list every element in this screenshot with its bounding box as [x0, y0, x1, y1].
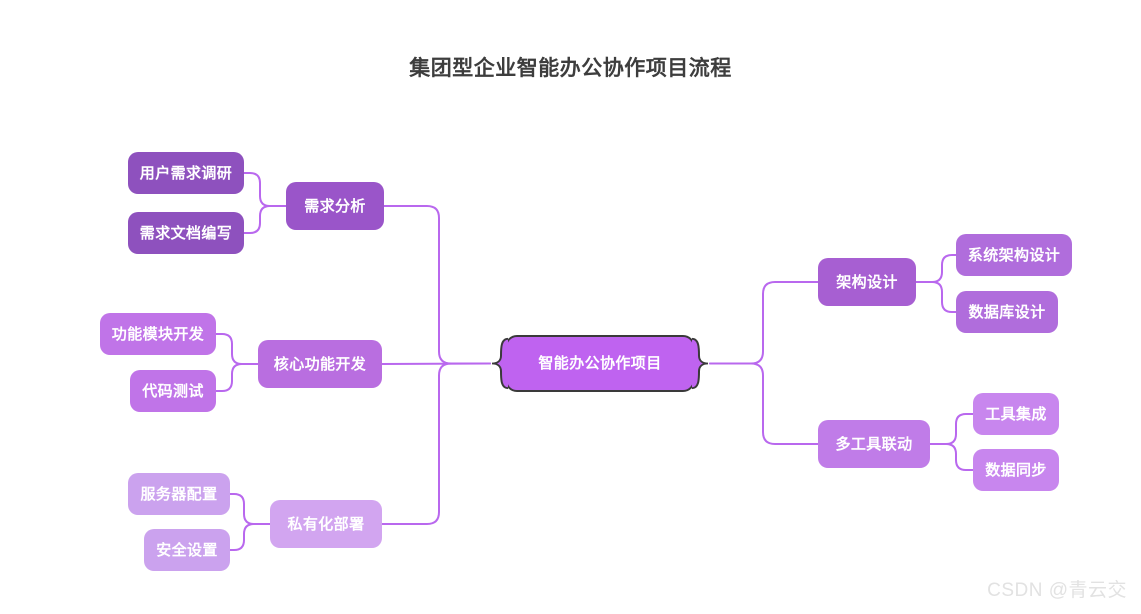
connector-line: [915, 254, 957, 283]
child-node-multi-tool-linkage-1-label: 工具集成: [985, 405, 1047, 423]
connector-line: [381, 362, 491, 525]
branch-node-architecture-design-label: 架构设计: [836, 273, 898, 291]
page-title: 集团型企业智能办公协作项目流程: [409, 57, 732, 80]
branch-node-requirements[interactable]: 需求分析: [286, 182, 384, 230]
connector-line: [243, 172, 287, 207]
connector-line: [243, 205, 287, 234]
branch-node-architecture-design[interactable]: 架构设计: [818, 258, 916, 306]
child-node-multi-tool-linkage-1[interactable]: 工具集成: [973, 393, 1059, 435]
root-node-label: 智能办公协作项目: [538, 355, 662, 372]
connector-line: [709, 281, 819, 365]
child-node-requirements-2[interactable]: 需求文档编写: [128, 212, 244, 254]
branch-node-multi-tool-linkage-label: 多工具联动: [835, 435, 913, 453]
child-node-architecture-design-2-label: 数据库设计: [968, 303, 1046, 321]
child-node-core-development-1[interactable]: 功能模块开发: [100, 313, 216, 355]
branch-node-multi-tool-linkage[interactable]: 多工具联动: [818, 420, 930, 468]
child-node-private-deployment-1[interactable]: 服务器配置: [128, 473, 230, 515]
root-node[interactable]: 智能办公协作项目: [492, 335, 708, 392]
connector-line: [929, 413, 974, 445]
child-node-private-deployment-2-label: 安全设置: [156, 541, 218, 559]
root-brace-right-icon: [692, 337, 708, 390]
connector-line: [929, 443, 974, 471]
connector-line: [383, 205, 491, 365]
child-node-architecture-design-1-label: 系统架构设计: [967, 246, 1061, 264]
child-node-core-development-2-label: 代码测试: [142, 382, 204, 400]
child-node-core-development-1-label: 功能模块开发: [111, 325, 205, 343]
child-node-requirements-1-label: 用户需求调研: [139, 164, 233, 182]
branch-node-requirements-label: 需求分析: [304, 197, 366, 215]
branch-node-core-development-label: 核心功能开发: [273, 355, 367, 373]
child-node-multi-tool-linkage-2-label: 数据同步: [985, 461, 1047, 479]
branch-node-core-development[interactable]: 核心功能开发: [258, 340, 382, 388]
child-node-architecture-design-1[interactable]: 系统架构设计: [956, 234, 1072, 276]
connector-line: [709, 362, 819, 445]
connector-line: [215, 333, 259, 365]
connector-line: [229, 523, 271, 551]
connector-line: [215, 363, 259, 392]
connector-line: [229, 493, 271, 525]
branch-node-private-deployment[interactable]: 私有化部署: [270, 500, 382, 548]
root-brace-left-icon: [492, 337, 508, 390]
child-node-core-development-2[interactable]: 代码测试: [130, 370, 216, 412]
child-node-private-deployment-1-label: 服务器配置: [140, 485, 218, 503]
connector-line: [381, 362, 491, 365]
child-node-requirements-2-label: 需求文档编写: [139, 224, 233, 242]
child-node-multi-tool-linkage-2[interactable]: 数据同步: [973, 449, 1059, 491]
watermark: CSDN @青云交: [987, 580, 1127, 601]
branch-node-private-deployment-label: 私有化部署: [287, 515, 365, 533]
child-node-requirements-1[interactable]: 用户需求调研: [128, 152, 244, 194]
child-node-architecture-design-2[interactable]: 数据库设计: [956, 291, 1058, 333]
connector-line: [915, 281, 957, 313]
child-node-private-deployment-2[interactable]: 安全设置: [144, 529, 230, 571]
